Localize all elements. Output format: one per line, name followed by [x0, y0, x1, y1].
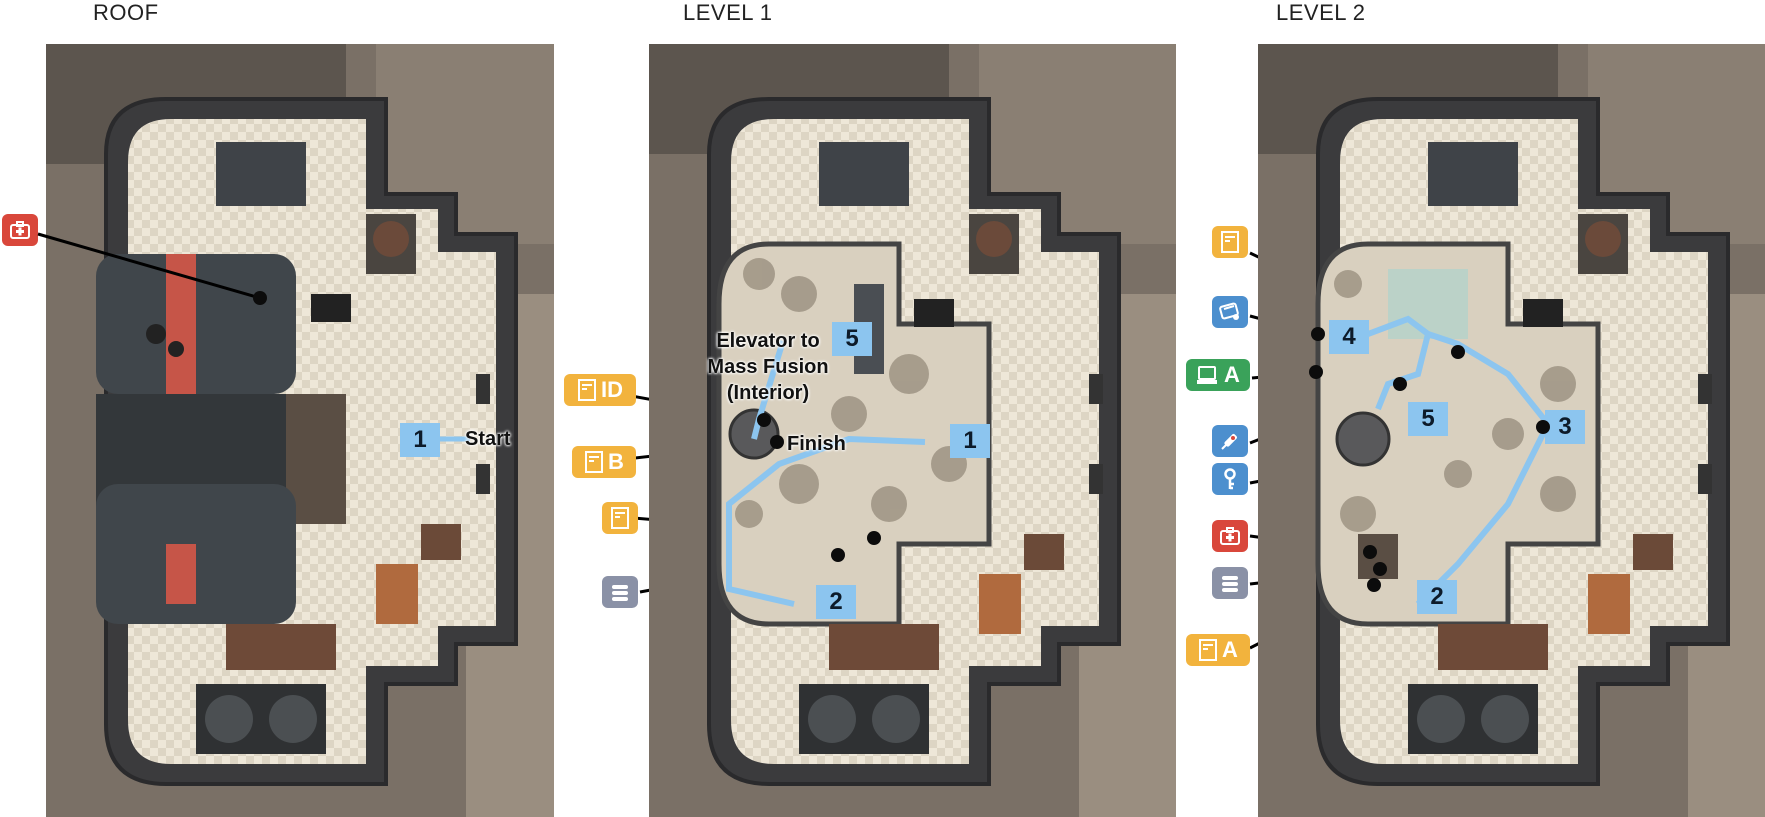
holotape-icon — [1219, 302, 1239, 320]
ammo-icon — [612, 585, 628, 601]
syringe-icon — [1221, 434, 1237, 450]
first-aid-icon — [10, 221, 30, 239]
door-icon — [585, 451, 604, 473]
elevator-label-line1: Elevator to — [716, 330, 820, 352]
door-icon — [1199, 639, 1218, 661]
level2-terminal-marker — [1309, 365, 1323, 379]
roof-step-1: 1 — [400, 423, 440, 457]
level2-step-4: 4 — [1329, 320, 1369, 354]
level2-door-badge[interactable] — [1212, 226, 1248, 258]
level2-map-floorplan — [1258, 44, 1765, 817]
level2-first-aid-badge[interactable] — [1212, 520, 1248, 552]
level1-step-5: 5 — [832, 322, 872, 356]
first-aid-icon — [1220, 527, 1240, 545]
level2-step-3: 3 — [1545, 410, 1585, 444]
level1-title: LEVEL 1 — [683, 0, 773, 25]
level2-door-a-marker — [1367, 578, 1381, 592]
level2-syringe-marker — [1393, 377, 1407, 391]
level2-ammo-marker — [1373, 562, 1387, 576]
roof-title: ROOF — [93, 0, 159, 25]
level2-terminal-a-badge[interactable]: A — [1186, 359, 1250, 391]
level1-step-2: 2 — [816, 585, 856, 619]
door-icon — [578, 379, 596, 401]
level1-elevator-label: Elevator to Mass Fusion (Interior) — [703, 328, 833, 406]
level2-door-a-badge[interactable]: A — [1186, 634, 1250, 666]
level2-map[interactable] — [1258, 44, 1765, 817]
elevator-label-line3: (Interior) — [726, 382, 810, 404]
level2-step-2: 2 — [1417, 580, 1457, 614]
door-icon — [1221, 231, 1239, 253]
level1-finish-marker — [770, 435, 784, 449]
level1-door-id-badge[interactable]: ID — [564, 374, 636, 406]
door-icon — [611, 507, 629, 529]
level2-title: LEVEL 2 — [1276, 0, 1366, 25]
door-badge-text: ID — [601, 377, 623, 402]
level2-key-badge[interactable] — [1212, 463, 1248, 495]
key-icon — [1224, 468, 1236, 490]
level1-map-floorplan — [649, 44, 1176, 817]
level1-elevator-marker — [757, 413, 771, 427]
roof-first-aid-badge[interactable] — [2, 214, 38, 246]
level2-door-marker — [1451, 345, 1465, 359]
level1-finish-label: Finish — [787, 433, 846, 455]
roof-start-label: Start — [465, 428, 511, 450]
level1-map[interactable] — [649, 44, 1176, 817]
door-badge-text: B — [608, 449, 624, 474]
elevator-label-line2: Mass Fusion — [707, 356, 829, 378]
level1-door-badge[interactable] — [602, 502, 638, 534]
level1-ammo-marker — [831, 548, 845, 562]
roof-first-aid-marker — [253, 291, 267, 305]
level2-step-5: 5 — [1408, 402, 1448, 436]
level2-first-aid-marker — [1363, 545, 1377, 559]
level2-key-marker — [1536, 420, 1550, 434]
level1-step-1: 1 — [950, 424, 990, 458]
level1-door-marker — [867, 531, 881, 545]
ammo-icon — [1222, 576, 1238, 592]
level1-door-b-badge[interactable]: B — [572, 446, 636, 478]
level2-ammo-badge[interactable] — [1212, 567, 1248, 599]
level2-holotape-marker — [1311, 327, 1325, 341]
terminal-badge-text: A — [1224, 362, 1240, 387]
terminal-icon — [1197, 366, 1218, 384]
level2-syringe-badge[interactable] — [1212, 425, 1248, 457]
level1-ammo-badge[interactable] — [602, 576, 638, 608]
door-badge-text: A — [1222, 637, 1238, 662]
level2-holotape-badge[interactable] — [1212, 296, 1248, 328]
